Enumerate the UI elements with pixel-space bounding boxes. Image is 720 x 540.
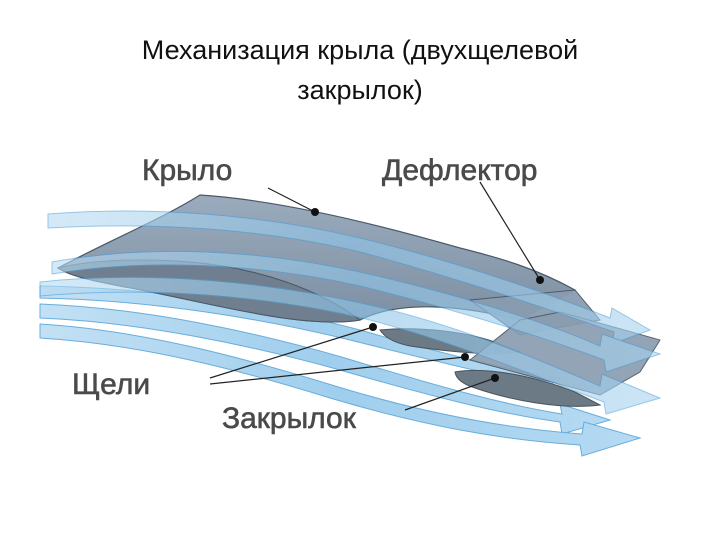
airflow-arrow-lower-2 bbox=[39, 303, 612, 435]
title-line-1: Механизация крыла (двухщелевой bbox=[141, 35, 579, 65]
callout-points bbox=[311, 208, 544, 382]
slot-point-2 bbox=[461, 353, 469, 361]
slots-leader-line-1 bbox=[209, 326, 374, 379]
flap-leader-line bbox=[404, 377, 496, 411]
upper-airflow-streams bbox=[39, 210, 662, 415]
airflow-arrow-upper-2 bbox=[51, 250, 662, 373]
deflector-label: Дефлектор bbox=[382, 154, 537, 187]
wing-label: Крыло bbox=[142, 154, 232, 187]
wing-point bbox=[311, 208, 319, 216]
airflow-arrow-lower-3 bbox=[39, 323, 642, 457]
wing-leader-line bbox=[267, 187, 316, 213]
flap-point bbox=[491, 374, 499, 382]
deflector-point bbox=[536, 276, 544, 284]
callout-leaders bbox=[209, 181, 541, 411]
lower-airflow-streams bbox=[39, 285, 642, 457]
title-line-2: закрылок) bbox=[297, 75, 423, 105]
slots-leader-line-2 bbox=[209, 356, 466, 385]
slots-label: Щели bbox=[72, 368, 150, 401]
deflector-leader-line bbox=[479, 181, 541, 281]
flap bbox=[454, 311, 661, 407]
flap-label: Закрылок bbox=[222, 402, 357, 435]
slot-point-1 bbox=[369, 323, 377, 331]
airflow-arrow-upper-3 bbox=[39, 276, 662, 415]
slide-title: Механизация крыла (двухщелевой закрылок) bbox=[40, 30, 680, 110]
airflow-arrow-upper-1 bbox=[47, 210, 652, 345]
